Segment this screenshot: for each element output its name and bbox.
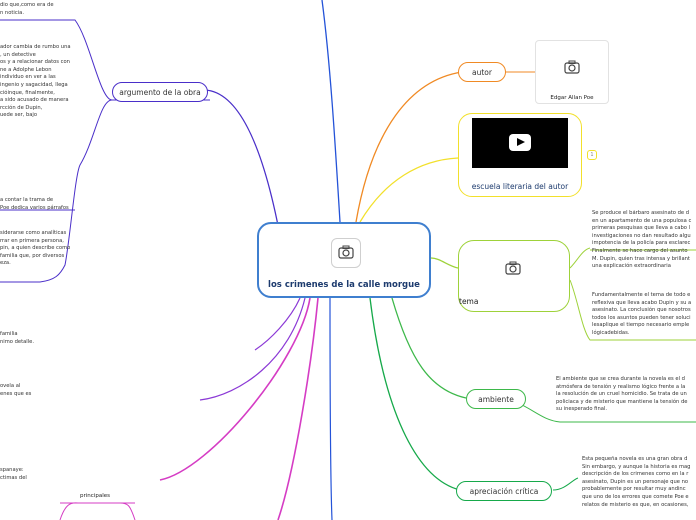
camera-icon (499, 255, 527, 283)
apreciacion-underline (552, 477, 579, 491)
autor-image-caption: Edgar Allan Poe (550, 95, 594, 101)
connector-purple-2 (199, 297, 306, 401)
note-badge[interactable]: 1 (587, 150, 597, 160)
ambiente-note: El ambiente que se crea durante la novel… (556, 376, 688, 413)
branch-apreciacion-label: apreciación crítica (469, 486, 539, 496)
camera-icon (331, 238, 361, 268)
connector-purple-1 (254, 297, 301, 351)
branch-argumento[interactable]: argumento de la obra (112, 82, 208, 102)
argumento-to-notes (0, 99, 113, 283)
argumento-note-3: a contar la trama de Poe dedica varios p… (0, 197, 69, 211)
argumento-note-5: familia nimo detalle. (0, 331, 35, 345)
argumento-note-1: dio que,como era de n noticia. (0, 2, 54, 16)
tema-note-2: Fundamentalmente el tema de todo e refle… (592, 292, 692, 336)
connector-autor (355, 71, 463, 223)
subtopic-principales[interactable]: principales (80, 493, 110, 499)
camera-icon (558, 54, 586, 82)
apreciacion-note: Esta pequeña novela es una gran obra d S… (582, 456, 691, 508)
branch-escuela-label: escuela literaria del autor (471, 182, 569, 191)
branch-ambiente[interactable]: ambiente (466, 389, 526, 409)
central-topic[interactable]: los crimenes de la calle morgue (257, 222, 431, 298)
branch-ambiente-label: ambiente (478, 394, 514, 404)
tema-note1-line (569, 247, 591, 269)
connector-magenta-2 (277, 297, 319, 520)
branch-argumento-label: argumento de la obra (119, 87, 201, 97)
play-icon[interactable] (509, 134, 531, 151)
branch-apreciacion[interactable]: apreciación crítica (456, 481, 552, 501)
video-thumbnail[interactable] (472, 118, 568, 168)
connector-escuela (359, 157, 459, 223)
argumento-note-6: ovela al enes que es (0, 383, 32, 397)
branch-tema[interactable]: tema (458, 240, 570, 312)
argumento-note-2: ador cambia de rumbo una , un detective … (0, 44, 71, 119)
principales-curve (59, 502, 79, 520)
connector-top (321, 0, 341, 223)
branch-autor-label: autor (472, 67, 492, 77)
autor-image-card[interactable]: Edgar Allan Poe (535, 40, 609, 104)
argumento-top-line (0, 19, 113, 101)
central-topic-title: los crimenes de la calle morgue (268, 280, 420, 290)
argumento-note-7: spanaye: ctimas del (0, 467, 27, 481)
principales-curve-2 (119, 502, 136, 520)
argumento-note-4: siderarse como analíticas rrar en primer… (0, 230, 71, 267)
connector-ambiente (391, 297, 467, 399)
tema-note-1: Se produce el bárbaro asesinato de d en … (592, 210, 692, 270)
branch-tema-label: tema (459, 297, 479, 306)
connector-apreciacion (369, 297, 461, 491)
tema-note2-line (569, 279, 696, 341)
connector-magenta (159, 297, 311, 481)
connector-blue-bottom (329, 297, 333, 520)
connector-tema (430, 257, 459, 269)
branch-autor[interactable]: autor (458, 62, 506, 82)
